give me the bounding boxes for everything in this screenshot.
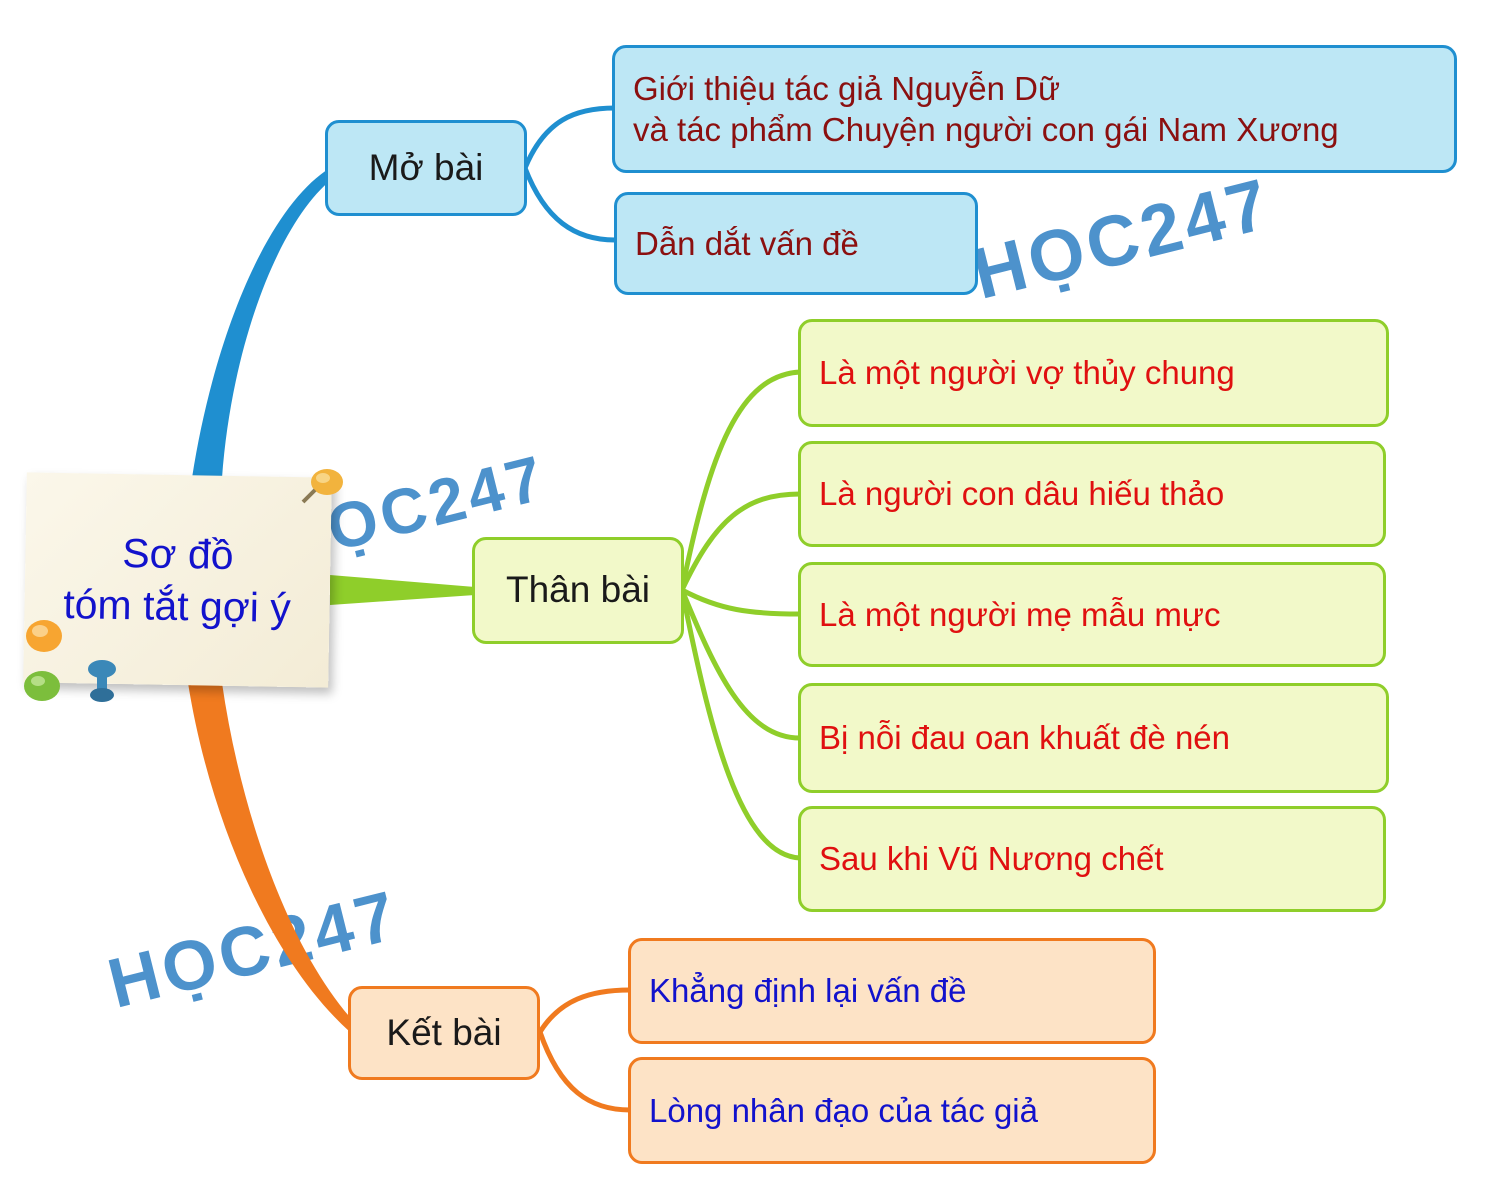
center-title-line1: Sơ đồ — [121, 529, 234, 578]
pushpin-icon — [24, 671, 60, 701]
leaf-mo-bai-1-line1: Giới thiệu tác giả Nguyễn Dữ — [633, 69, 1061, 107]
section-than-bai-label: Thân bài — [506, 569, 650, 611]
leaf-mo-bai-1: Giới thiệu tác giả Nguyễn Dữ và tác phẩm… — [612, 45, 1457, 173]
leaf-than-bai-4-text: Bị nỗi đau oan khuất đè nén — [819, 719, 1231, 757]
leaf-than-bai-5-text: Sau khi Vũ Nương chết — [819, 840, 1164, 878]
leaf-than-bai-1: Là một người vợ thủy chung — [798, 319, 1389, 427]
branch-ket-bai-1 — [537, 987, 631, 1034]
branch-than-bai-2 — [679, 491, 801, 592]
leaf-than-bai-4: Bị nỗi đau oan khuất đè nén — [798, 683, 1389, 793]
leaf-than-bai-1-text: Là một người vợ thủy chung — [819, 354, 1235, 392]
trunk-than-bai — [330, 575, 475, 605]
branch-than-bai-3 — [680, 587, 801, 617]
branch-than-bai-4 — [679, 589, 801, 741]
branch-than-bai-5 — [679, 589, 801, 861]
leaf-than-bai-2-text: Là người con dâu hiếu thảo — [819, 475, 1225, 513]
leaf-than-bai-2: Là người con dâu hiếu thảo — [798, 441, 1386, 547]
leaf-mo-bai-2-text: Dẫn dắt vấn đề — [635, 224, 859, 262]
pushpin-icon — [26, 620, 62, 652]
leaf-ket-bai-1-text: Khẳng định lại vấn đề — [649, 972, 967, 1010]
section-than-bai: Thân bài — [472, 537, 684, 644]
leaf-than-bai-5: Sau khi Vũ Nương chết — [798, 806, 1386, 912]
branch-mo-bai-1 — [522, 105, 616, 169]
branch-ket-bai-2 — [537, 1031, 631, 1113]
leaf-ket-bai-2: Lòng nhân đạo của tác giả — [628, 1057, 1156, 1164]
section-ket-bai: Kết bài — [348, 986, 540, 1080]
branch-than-bai-1 — [679, 369, 801, 591]
section-ket-bai-label: Kết bài — [386, 1011, 502, 1053]
pushpin-icon — [301, 469, 343, 504]
pushpin-icon — [88, 660, 116, 702]
trunk-mo-bai — [192, 168, 336, 478]
leaf-mo-bai-1-line2: và tác phẩm Chuyện người con gái Nam Xươ… — [633, 111, 1339, 148]
center-title-line2: tóm tắt gợi ý — [62, 581, 292, 631]
section-mo-bai-label: Mở bài — [368, 146, 484, 188]
leaf-than-bai-3-text: Là một người mẹ mẫu mực — [819, 595, 1221, 633]
section-mo-bai: Mở bài — [325, 120, 527, 216]
leaf-ket-bai-1: Khẳng định lại vấn đề — [628, 938, 1156, 1044]
leaf-than-bai-3: Là một người mẹ mẫu mực — [798, 562, 1386, 667]
branch-mo-bai-2 — [522, 167, 616, 243]
leaf-mo-bai-2: Dẫn dắt vấn đề — [614, 192, 978, 295]
leaf-ket-bai-2-text: Lòng nhân đạo của tác giả — [649, 1091, 1038, 1129]
trunk-ket-bai — [188, 683, 356, 1032]
